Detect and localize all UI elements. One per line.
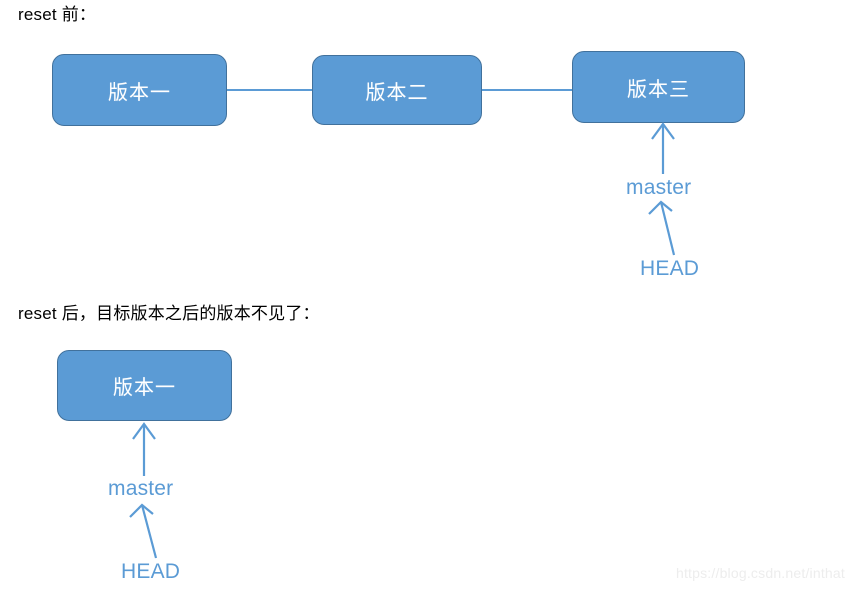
connector-v1-v2 [227,89,312,91]
watermark-text: https://blog.csdn.net/inthat [675,565,845,581]
ref-label-master-after: master [108,477,174,500]
connector-v2-v3 [482,89,572,91]
ref-label-head-before: HEAD [640,257,700,280]
section-heading-after: reset 后，目标版本之后的版本不见了： [18,304,320,323]
commit-box-version-two[interactable]: 版本二 [312,55,482,125]
ref-label-head-after: HEAD [121,560,181,583]
ref-label-master-before: master [626,176,692,199]
commit-box-version-one-after[interactable]: 版本一 [57,350,232,421]
section-heading-before: reset 前： [18,5,97,24]
commit-box-version-one[interactable]: 版本一 [52,54,227,126]
commit-box-version-three[interactable]: 版本三 [572,51,745,123]
